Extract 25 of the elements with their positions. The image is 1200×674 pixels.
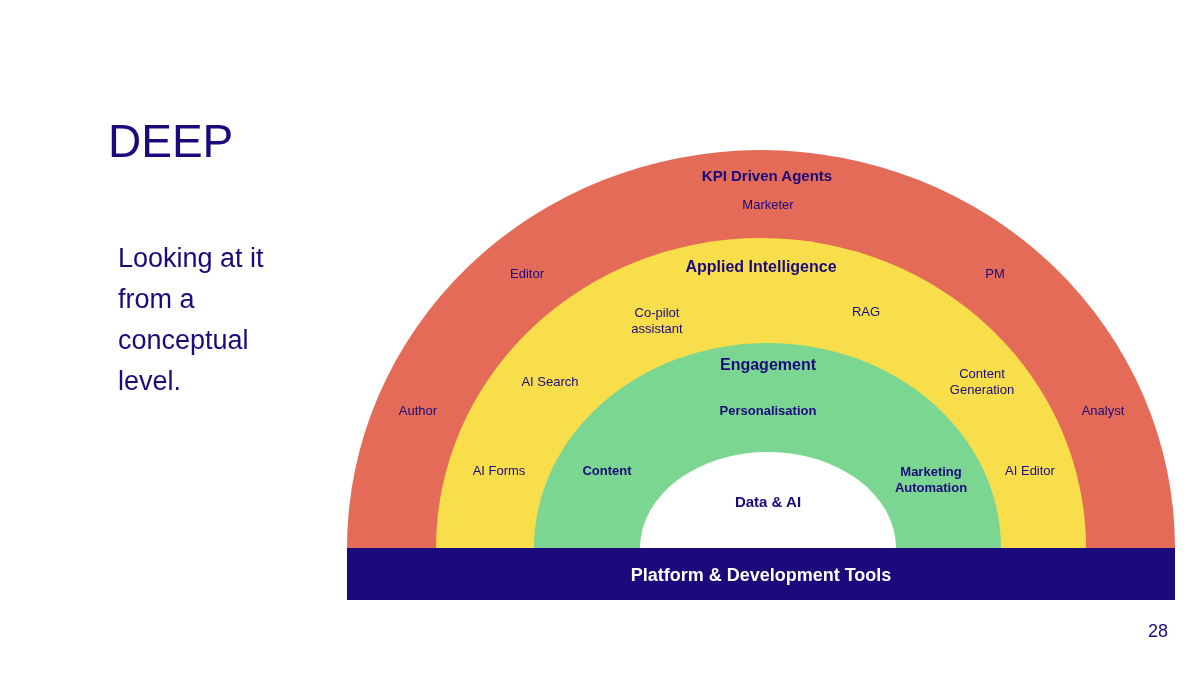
band-label: Content	[582, 462, 632, 480]
outer-arch-band	[347, 150, 1175, 548]
band-label: Editor	[510, 265, 544, 283]
band-label: RAG	[851, 303, 881, 321]
band-heading: Applied Intelligence	[685, 257, 837, 277]
band-heading: Data & AI	[734, 492, 802, 512]
band-label: Marketing Automation	[893, 463, 969, 497]
band-label: Content Generation	[948, 365, 1016, 399]
platform-bar	[347, 548, 1175, 600]
band-label: Analyst	[1081, 402, 1125, 420]
page-number: 28	[1147, 620, 1168, 643]
band-label: Author	[398, 402, 438, 420]
band-label: AI Search	[521, 373, 579, 391]
core-arch	[640, 452, 896, 548]
slide-title: DEEP	[108, 118, 234, 164]
band-label: Co-pilot assistant	[630, 304, 684, 338]
band-heading: KPI Driven Agents	[701, 166, 833, 186]
band-label: Marketer	[742, 196, 794, 214]
band-heading: Platform & Development Tools	[630, 563, 892, 587]
subtitle-text: Looking at it from a conceptual level.	[118, 242, 265, 398]
band-heading: Engagement	[720, 355, 816, 375]
band-label: AI Editor	[1005, 462, 1055, 480]
band-label: PM	[985, 265, 1005, 283]
band-label: Personalisation	[719, 402, 817, 420]
band-label: AI Forms	[472, 462, 526, 480]
